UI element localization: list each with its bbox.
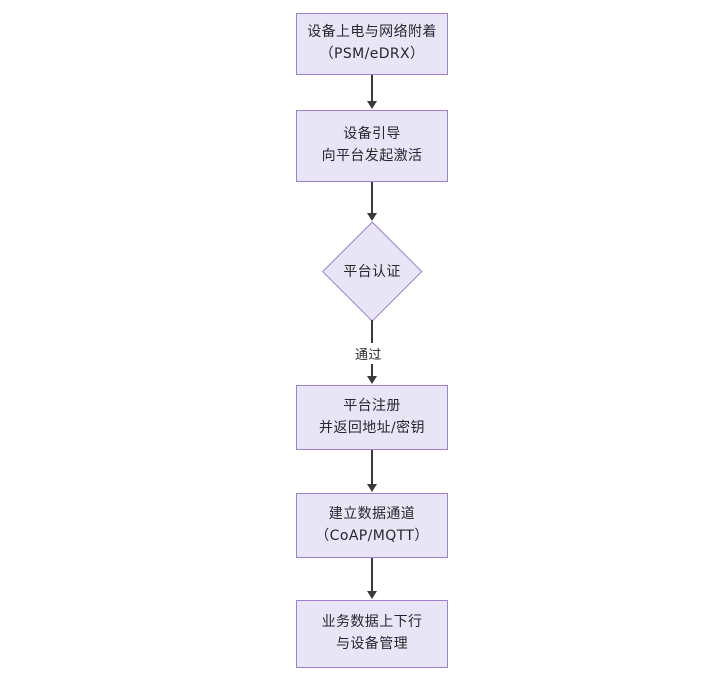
arrowhead-power-on-to-bootstrap-icon bbox=[367, 101, 377, 109]
arrowhead-register-to-channel-icon bbox=[367, 484, 377, 492]
node-bootstrap-line-1: 设备引导 bbox=[343, 126, 401, 143]
node-platform-auth-label: 平台认证 bbox=[343, 264, 401, 280]
node-service-data-line-1: 业务数据上下行 bbox=[321, 614, 423, 631]
connector-register-to-channel bbox=[371, 450, 373, 485]
node-service-data-line-2: 与设备管理 bbox=[336, 636, 408, 652]
node-platform-register[interactable]: 平台注册 并返回地址/密钥 bbox=[296, 385, 448, 450]
arrowhead-channel-to-service-icon bbox=[367, 591, 377, 599]
node-power-on-line-2: （PSM/eDRX） bbox=[319, 46, 425, 62]
node-data-channel-line-1: 建立数据通道 bbox=[328, 505, 416, 522]
node-service-data[interactable]: 业务数据上下行 与设备管理 bbox=[296, 600, 448, 668]
node-platform-register-line-1: 平台注册 bbox=[343, 397, 401, 414]
node-power-on-line-1: 设备上电与网络附着 bbox=[307, 24, 437, 41]
node-data-channel[interactable]: 建立数据通道 （CoAP/MQTT） bbox=[296, 493, 448, 558]
node-bootstrap[interactable]: 设备引导 向平台发起激活 bbox=[296, 110, 448, 182]
arrowhead-bootstrap-to-auth-icon bbox=[367, 213, 377, 221]
arrowhead-auth-to-register-icon bbox=[367, 376, 377, 384]
node-data-channel-line-2: （CoAP/MQTT） bbox=[315, 527, 429, 544]
node-platform-register-line-2: 并返回地址/密钥 bbox=[319, 419, 425, 436]
node-platform-auth[interactable]: 平台认证 bbox=[322, 221, 422, 321]
connector-power-on-to-bootstrap bbox=[371, 75, 373, 102]
connector-bootstrap-to-auth bbox=[371, 182, 373, 214]
node-bootstrap-line-2: 向平台发起激活 bbox=[321, 148, 423, 164]
node-power-on[interactable]: 设备上电与网络附着 （PSM/eDRX） bbox=[296, 13, 448, 75]
connector-channel-to-service bbox=[371, 558, 373, 592]
edge-label-pass: 通过 bbox=[352, 343, 385, 364]
